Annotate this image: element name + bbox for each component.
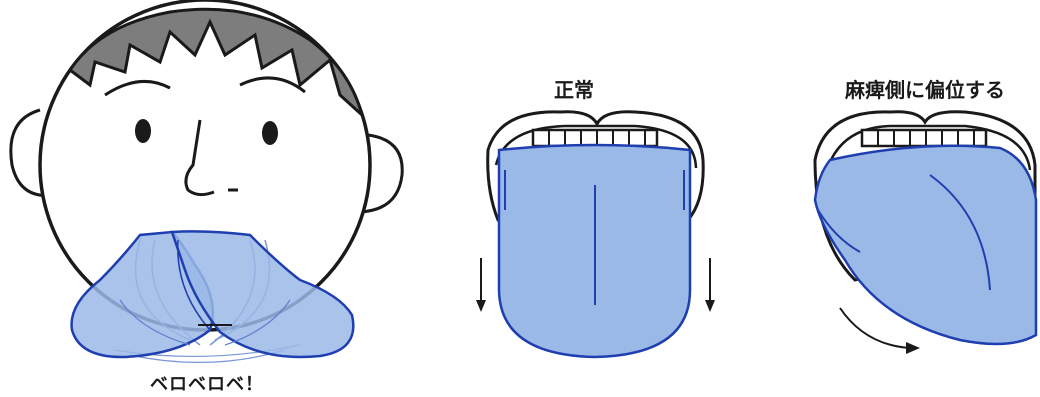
normal-tongue-illustration [476, 110, 715, 359]
normal-left-arrow [476, 258, 486, 312]
face-illustration [9, 0, 404, 363]
right-eyebrow [239, 76, 306, 94]
hair [67, 7, 365, 120]
wagging-tongue [70, 230, 355, 363]
deviation-arrow [839, 307, 920, 354]
deviated-tongue-midline [929, 174, 991, 291]
deviated-tongue [813, 144, 1038, 346]
left-eyebrow [104, 79, 171, 97]
right-eye [262, 121, 278, 145]
normal-mouth-inner [494, 124, 698, 169]
normal-right-arrow [705, 258, 715, 312]
label-deviate-to-paralyzed-side: 麻痺側に偏位する [845, 78, 1005, 102]
label-normal: 正常 [554, 78, 594, 102]
left-eye [135, 119, 151, 143]
face-caption: ベロベロベ！ [150, 374, 264, 395]
nose [184, 119, 215, 197]
deviated-teeth [860, 128, 988, 148]
deviated-tongue-illustration [813, 110, 1038, 354]
normal-teeth [531, 128, 659, 148]
